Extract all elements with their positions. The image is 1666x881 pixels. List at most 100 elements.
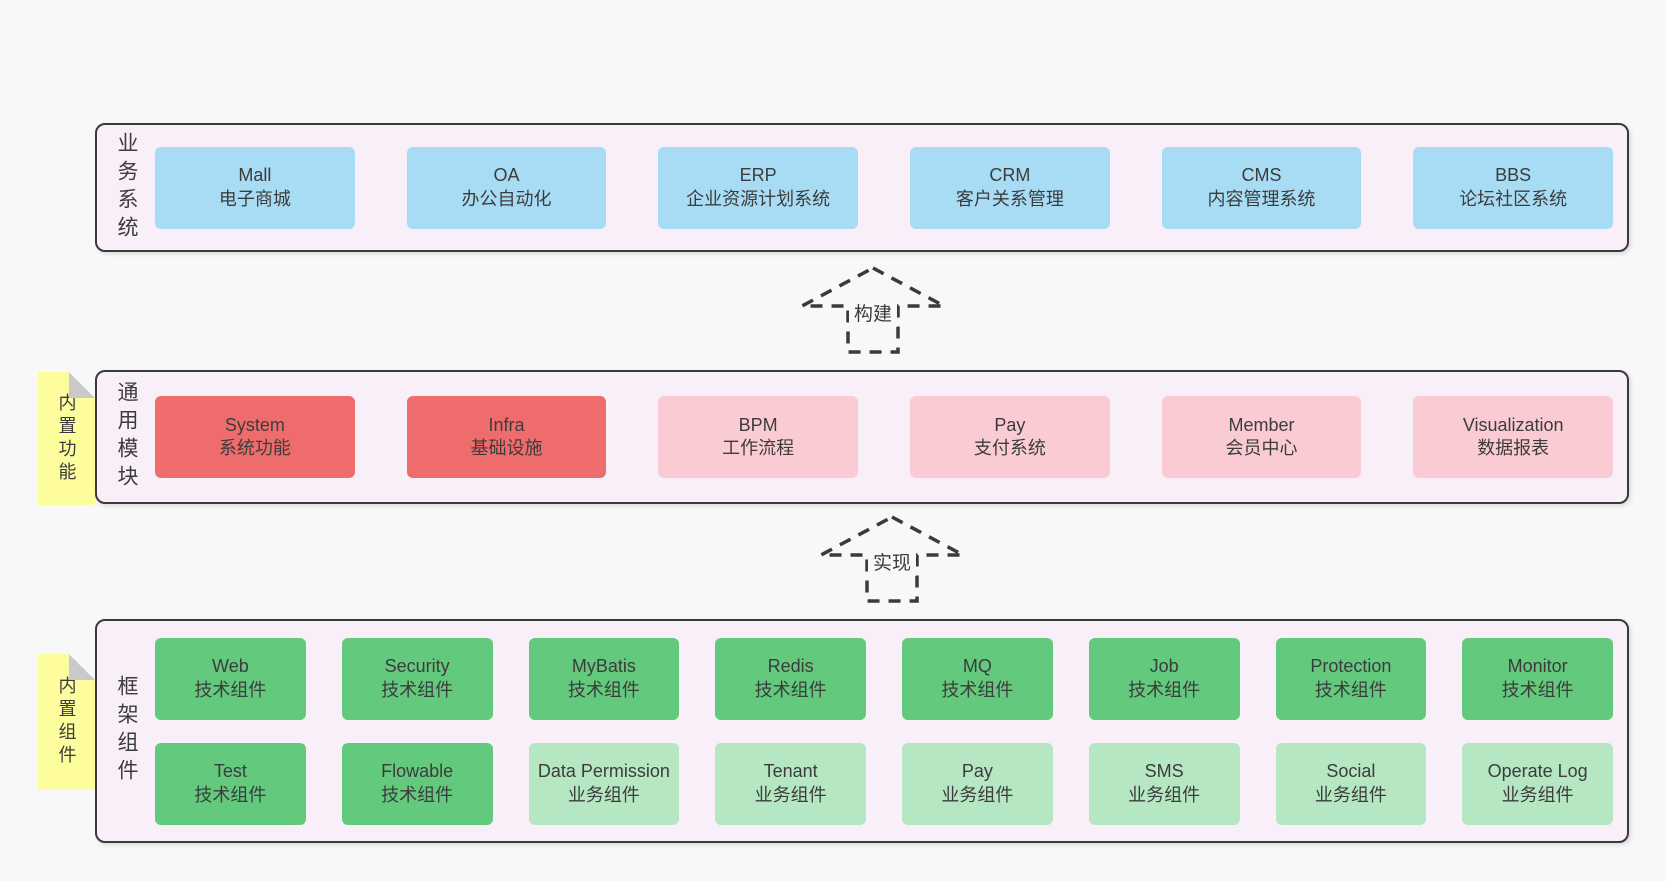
box-title: MQ (962, 656, 992, 677)
box-crm: CRM 客户关系管理 (910, 146, 1110, 229)
layer-body: Mall 电子商城 OA 办公自动化 ERP 企业资源计划系统 CRM 客户关系… (155, 125, 1627, 250)
box-subtitle: 技术组件 (194, 784, 267, 805)
box-title: Visualization (1462, 414, 1564, 435)
sticky-note-text: 内置组件 (56, 676, 77, 768)
box-redis: Redis 技术组件 (715, 637, 866, 720)
box-subtitle: 业务组件 (754, 784, 827, 805)
box-subtitle: 业务组件 (941, 784, 1014, 805)
box-title: Infra (488, 414, 525, 435)
box-title: Test (213, 761, 247, 782)
box-security: Security 技术组件 (341, 637, 493, 720)
box-subtitle: 工作流程 (722, 438, 795, 458)
box-subtitle: 业务组件 (1501, 784, 1574, 805)
box-subtitle: 业务组件 (567, 784, 640, 805)
box-mall: Mall 电子商城 (155, 146, 355, 229)
box-subtitle: 技术组件 (194, 679, 267, 700)
box-title: SMS (1144, 761, 1184, 782)
box-subtitle: 客户关系管理 (955, 188, 1064, 209)
folded-corner-icon (69, 372, 95, 398)
box-subtitle: 技术组件 (754, 679, 827, 700)
box-title: Monitor (1507, 656, 1568, 677)
box-subtitle: 技术组件 (381, 784, 454, 805)
box-title: Operate Log (1487, 761, 1588, 782)
box-visualization: Visualization 数据报表 (1413, 396, 1614, 478)
box-subtitle: 企业资源计划系统 (686, 188, 831, 209)
box-subtitle: 支付系统 (973, 438, 1046, 458)
box-subtitle: 业务组件 (1314, 784, 1387, 805)
arrow-up-icon (820, 515, 964, 603)
box-title: Pay (961, 761, 993, 782)
box-title: Social (1326, 761, 1376, 782)
box-title: Flowable (381, 761, 454, 782)
box-title: System (224, 414, 285, 435)
layer-label: 通用模块 (97, 372, 155, 502)
box-bbs: BBS 论坛社区系统 (1413, 146, 1614, 229)
box-title: Security (384, 656, 450, 677)
box-row: Test 技术组件 Flowable 技术组件 Data Permission … (155, 742, 1613, 825)
box-infra: Infra 基础设施 (406, 396, 607, 478)
box-pay: Pay 支付系统 (910, 396, 1110, 478)
box-title: CRM (989, 165, 1031, 186)
arrow-build: 构建 (798, 264, 948, 356)
box-subtitle: 会员中心 (1225, 438, 1298, 458)
box-title: MyBatis (571, 656, 636, 677)
box-subtitle: 技术组件 (941, 679, 1014, 700)
box-web: Web 技术组件 (155, 637, 306, 720)
layer-label-text: 通用模块 (115, 381, 138, 493)
box-title: Redis (767, 656, 814, 677)
box-oa: OA 办公自动化 (406, 146, 607, 229)
arrow-label: 实现 (867, 547, 917, 576)
box-title: OA (493, 165, 520, 186)
box-subtitle: 业务组件 (1128, 784, 1201, 805)
box-subtitle: 基础设施 (470, 438, 543, 458)
box-operate-log: Operate Log 业务组件 (1462, 742, 1613, 825)
box-member: Member 会员中心 (1161, 396, 1362, 478)
box-pay-business: Pay 业务组件 (902, 742, 1053, 825)
box-title: Mall (238, 165, 272, 186)
arrow-up-icon (801, 266, 945, 354)
box-title: BPM (738, 414, 778, 435)
box-erp: ERP 企业资源计划系统 (658, 146, 859, 229)
box-flowable: Flowable 技术组件 (341, 742, 493, 825)
box-title: Job (1149, 656, 1179, 677)
layer-body: System 系统功能 Infra 基础设施 BPM 工作流程 Pay 支付系统… (155, 372, 1627, 502)
layer-business-systems: 业务系统 Mall 电子商城 OA 办公自动化 ERP 企业资源计划系统 CRM… (95, 123, 1629, 252)
box-subtitle: 技术组件 (567, 679, 640, 700)
layer-framework-components: 框架组件 Web 技术组件 Security 技术组件 MyBatis 技术组件… (95, 619, 1629, 843)
box-title: CMS (1241, 165, 1282, 186)
sticky-note-text: 内置功能 (56, 392, 77, 485)
box-system: System 系统功能 (155, 396, 355, 478)
box-row: Web 技术组件 Security 技术组件 MyBatis 技术组件 Redi… (155, 637, 1613, 720)
sticky-note-built-in-components: 内置组件 (38, 654, 95, 790)
box-row: System 系统功能 Infra 基础设施 BPM 工作流程 Pay 支付系统… (155, 396, 1614, 478)
box-subtitle: 数据报表 (1477, 438, 1550, 458)
box-title: Web (212, 656, 249, 677)
box-mybatis: MyBatis 技术组件 (528, 637, 680, 720)
box-job: Job 技术组件 (1088, 637, 1240, 720)
box-title: Data Permission (537, 761, 670, 782)
box-tenant: Tenant 业务组件 (715, 742, 866, 825)
box-social: Social 业务组件 (1275, 742, 1427, 825)
box-subtitle: 技术组件 (1501, 679, 1574, 700)
folded-corner-icon (69, 654, 95, 680)
sticky-note-built-in-features: 内置功能 (38, 372, 95, 505)
box-row: Mall 电子商城 OA 办公自动化 ERP 企业资源计划系统 CRM 客户关系… (155, 146, 1614, 229)
box-title: Protection (1310, 656, 1392, 677)
box-monitor: Monitor 技术组件 (1462, 637, 1613, 720)
arrow-implement: 实现 (817, 513, 967, 605)
box-mq: MQ 技术组件 (902, 637, 1053, 720)
box-subtitle: 技术组件 (381, 679, 454, 700)
box-subtitle: 系统功能 (218, 438, 291, 458)
box-subtitle: 技术组件 (1314, 679, 1387, 700)
box-subtitle: 办公自动化 (461, 188, 552, 209)
box-subtitle: 技术组件 (1128, 679, 1201, 700)
box-subtitle: 电子商城 (218, 188, 291, 209)
box-test: Test 技术组件 (155, 742, 306, 825)
box-bpm: BPM 工作流程 (658, 396, 859, 478)
box-protection: Protection 技术组件 (1275, 637, 1427, 720)
layer-label: 业务系统 (97, 125, 155, 250)
box-cms: CMS 内容管理系统 (1161, 146, 1362, 229)
box-title: ERP (739, 165, 777, 186)
box-title: Tenant (763, 761, 818, 782)
arrow-label: 构建 (848, 298, 898, 327)
